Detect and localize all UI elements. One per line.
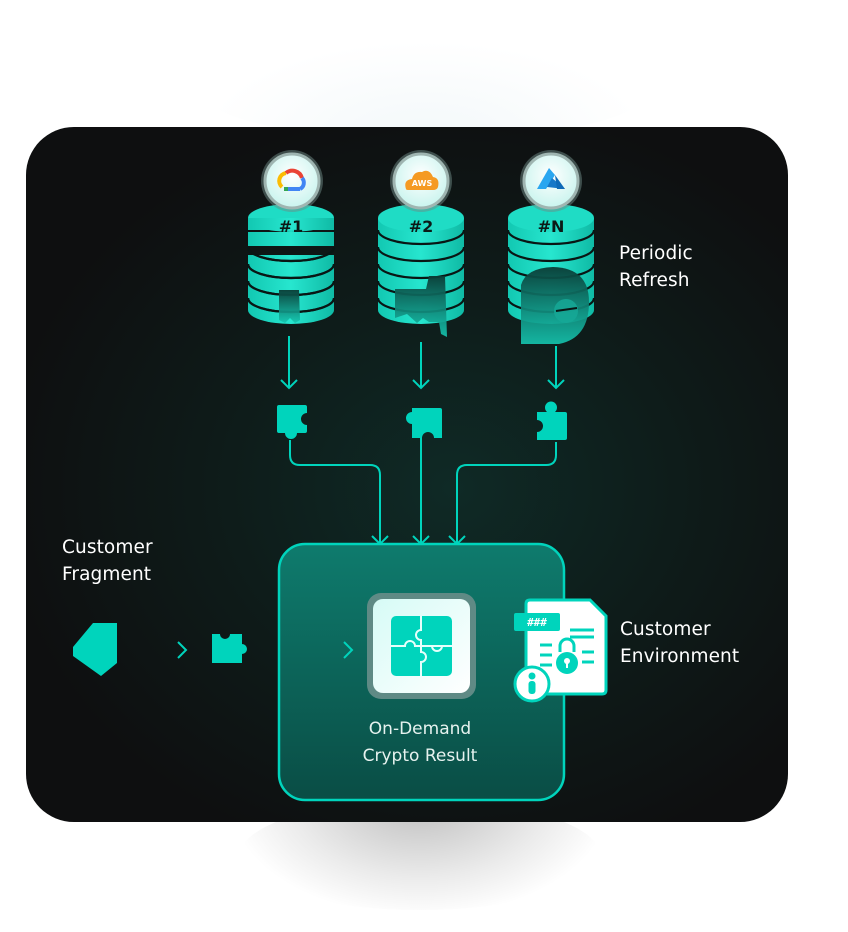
database-2: #2 (376, 204, 466, 337)
customer-environment-label: Customer Environment (620, 619, 740, 667)
google-cloud-icon (277, 168, 306, 191)
puzzle-piece-1 (277, 405, 307, 439)
customer-fragment-shape (73, 623, 117, 676)
svg-text:###: ### (527, 616, 547, 629)
azure-icon (537, 168, 565, 189)
arrow-piece-to-result-head (343, 641, 354, 659)
svg-text:AWS: AWS (412, 179, 433, 188)
background-glow (200, 40, 650, 140)
secure-document-icon: ### (513, 598, 608, 703)
crypto-result-label: On-Demand Crypto Result (362, 719, 478, 766)
connector-piece3-to-box (456, 442, 557, 544)
database-n: #N (506, 204, 596, 344)
info-icon (513, 665, 551, 703)
customer-fragment-label: Customer Fragment (62, 537, 153, 585)
database-label: #1 (279, 217, 304, 236)
aws-icon: AWS (405, 170, 439, 190)
puzzle-piece-2 (406, 408, 442, 438)
arrow-db2-to-piece (412, 342, 430, 390)
arrow-dbn-to-piece (547, 346, 565, 390)
crypto-result-tile (367, 593, 476, 699)
connector-piece1-to-box (289, 440, 381, 544)
aws-badge: AWS (390, 150, 452, 212)
puzzle-icon (391, 616, 452, 676)
database-1: #1 (246, 204, 336, 324)
puzzle-piece-3 (537, 401, 567, 440)
customer-puzzle-piece (212, 634, 247, 663)
azure-badge (520, 150, 582, 212)
database-label: #2 (409, 217, 434, 236)
lock-icon (556, 637, 578, 674)
google-cloud-badge (261, 150, 323, 212)
periodic-refresh-label: Periodic Refresh (619, 243, 693, 291)
database-label: #N (538, 217, 565, 236)
arrow-fragment-to-piece-head (177, 641, 188, 659)
arrow-db1-to-piece (280, 336, 298, 390)
